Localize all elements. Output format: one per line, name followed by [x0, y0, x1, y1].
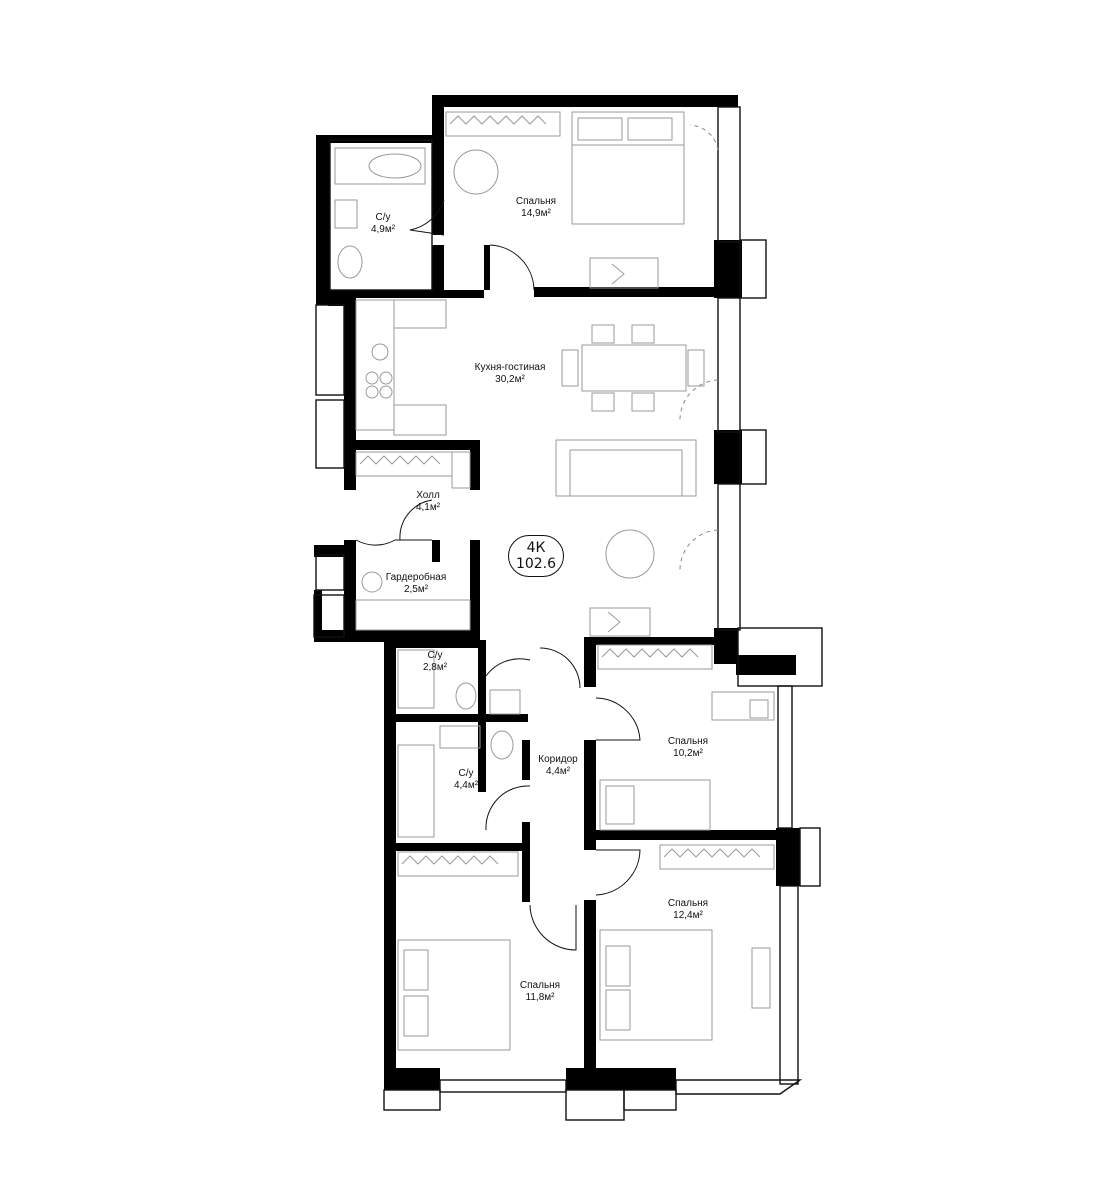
- room-name: Кухня-гостиная: [474, 362, 546, 373]
- room-name: Гардеробная: [385, 572, 447, 583]
- room-label-bathroom-1: С/у 4,9м²: [371, 212, 395, 236]
- room-name: Спальня: [667, 736, 709, 747]
- windows: [313, 106, 823, 1121]
- room-area: 2,8м²: [422, 662, 448, 673]
- room-area: 2,5м²: [403, 584, 429, 595]
- room-label-kitchen-living: Кухня-гостиная 30,2м²: [475, 362, 546, 386]
- room-label-bedroom-4: Спальня 11,8м²: [520, 980, 560, 1004]
- room-area: 4,1м²: [415, 502, 441, 513]
- apartment-badge: 4К 102.6: [508, 535, 564, 577]
- apartment-type: 4К: [526, 540, 546, 556]
- room-label-bathroom-2: С/у 2,8м²: [423, 650, 447, 674]
- furniture: [334, 111, 775, 1051]
- doors: [355, 124, 719, 951]
- room-label-bedroom-1: Спальня 14,9м²: [516, 196, 556, 220]
- room-name: Холл: [416, 490, 440, 501]
- room-label-bedroom-3: Спальня 12,4м²: [668, 898, 708, 922]
- room-area: 11,8м²: [525, 992, 555, 1003]
- room-label-bedroom-2: Спальня 10,2м²: [668, 736, 708, 760]
- room-label-bathroom-3: С/у 4,4м²: [454, 768, 478, 792]
- room-name: Спальня: [667, 898, 709, 909]
- room-name: Спальня: [519, 980, 561, 991]
- room-area: 4,4м²: [545, 766, 571, 777]
- room-area: 12,4м²: [673, 910, 703, 921]
- room-name: С/у: [375, 212, 391, 223]
- room-name: С/у: [427, 650, 443, 661]
- room-area: 10,2м²: [673, 748, 703, 759]
- room-area: 4,9м²: [370, 224, 396, 235]
- room-name: С/у: [458, 768, 474, 779]
- room-label-wardrobe: Гардеробная 2,5м²: [386, 572, 447, 596]
- room-label-hall: Холл 4,1м²: [416, 490, 440, 514]
- walls: [314, 95, 800, 1090]
- room-label-corridor: Коридор 4,4м²: [538, 754, 578, 778]
- room-name: Спальня: [515, 196, 557, 207]
- room-area: 14,9м²: [521, 208, 551, 219]
- room-area: 30,2м²: [495, 374, 525, 385]
- room-name: Коридор: [538, 754, 578, 765]
- room-area: 4,4м²: [453, 780, 479, 791]
- apartment-total-area: 102.6: [515, 556, 557, 572]
